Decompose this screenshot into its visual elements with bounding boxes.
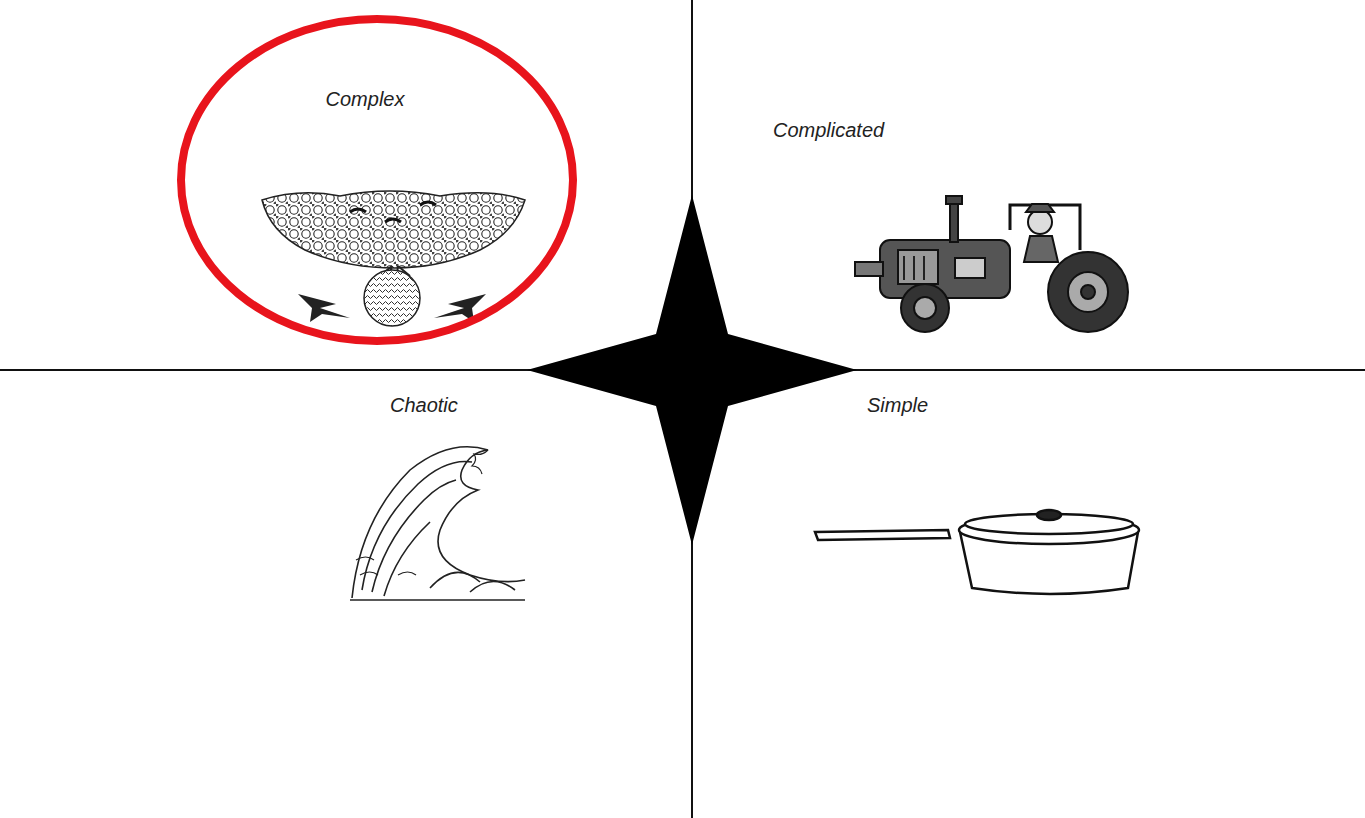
quadrant-label: Simple [867, 393, 928, 417]
tractor-icon [855, 196, 1128, 332]
quadrant-label: Chaotic [390, 393, 458, 417]
saucepan-icon [815, 510, 1139, 594]
center-star [527, 195, 857, 545]
tree-icon [262, 191, 525, 326]
quadrant-label: Complex [326, 87, 405, 111]
red-ellipse [181, 19, 573, 341]
wave-icon [350, 447, 525, 600]
highlight-circle: Complex [177, 15, 577, 345]
quadrant-label: Complicated [773, 118, 884, 142]
circle-outline [177, 15, 577, 345]
